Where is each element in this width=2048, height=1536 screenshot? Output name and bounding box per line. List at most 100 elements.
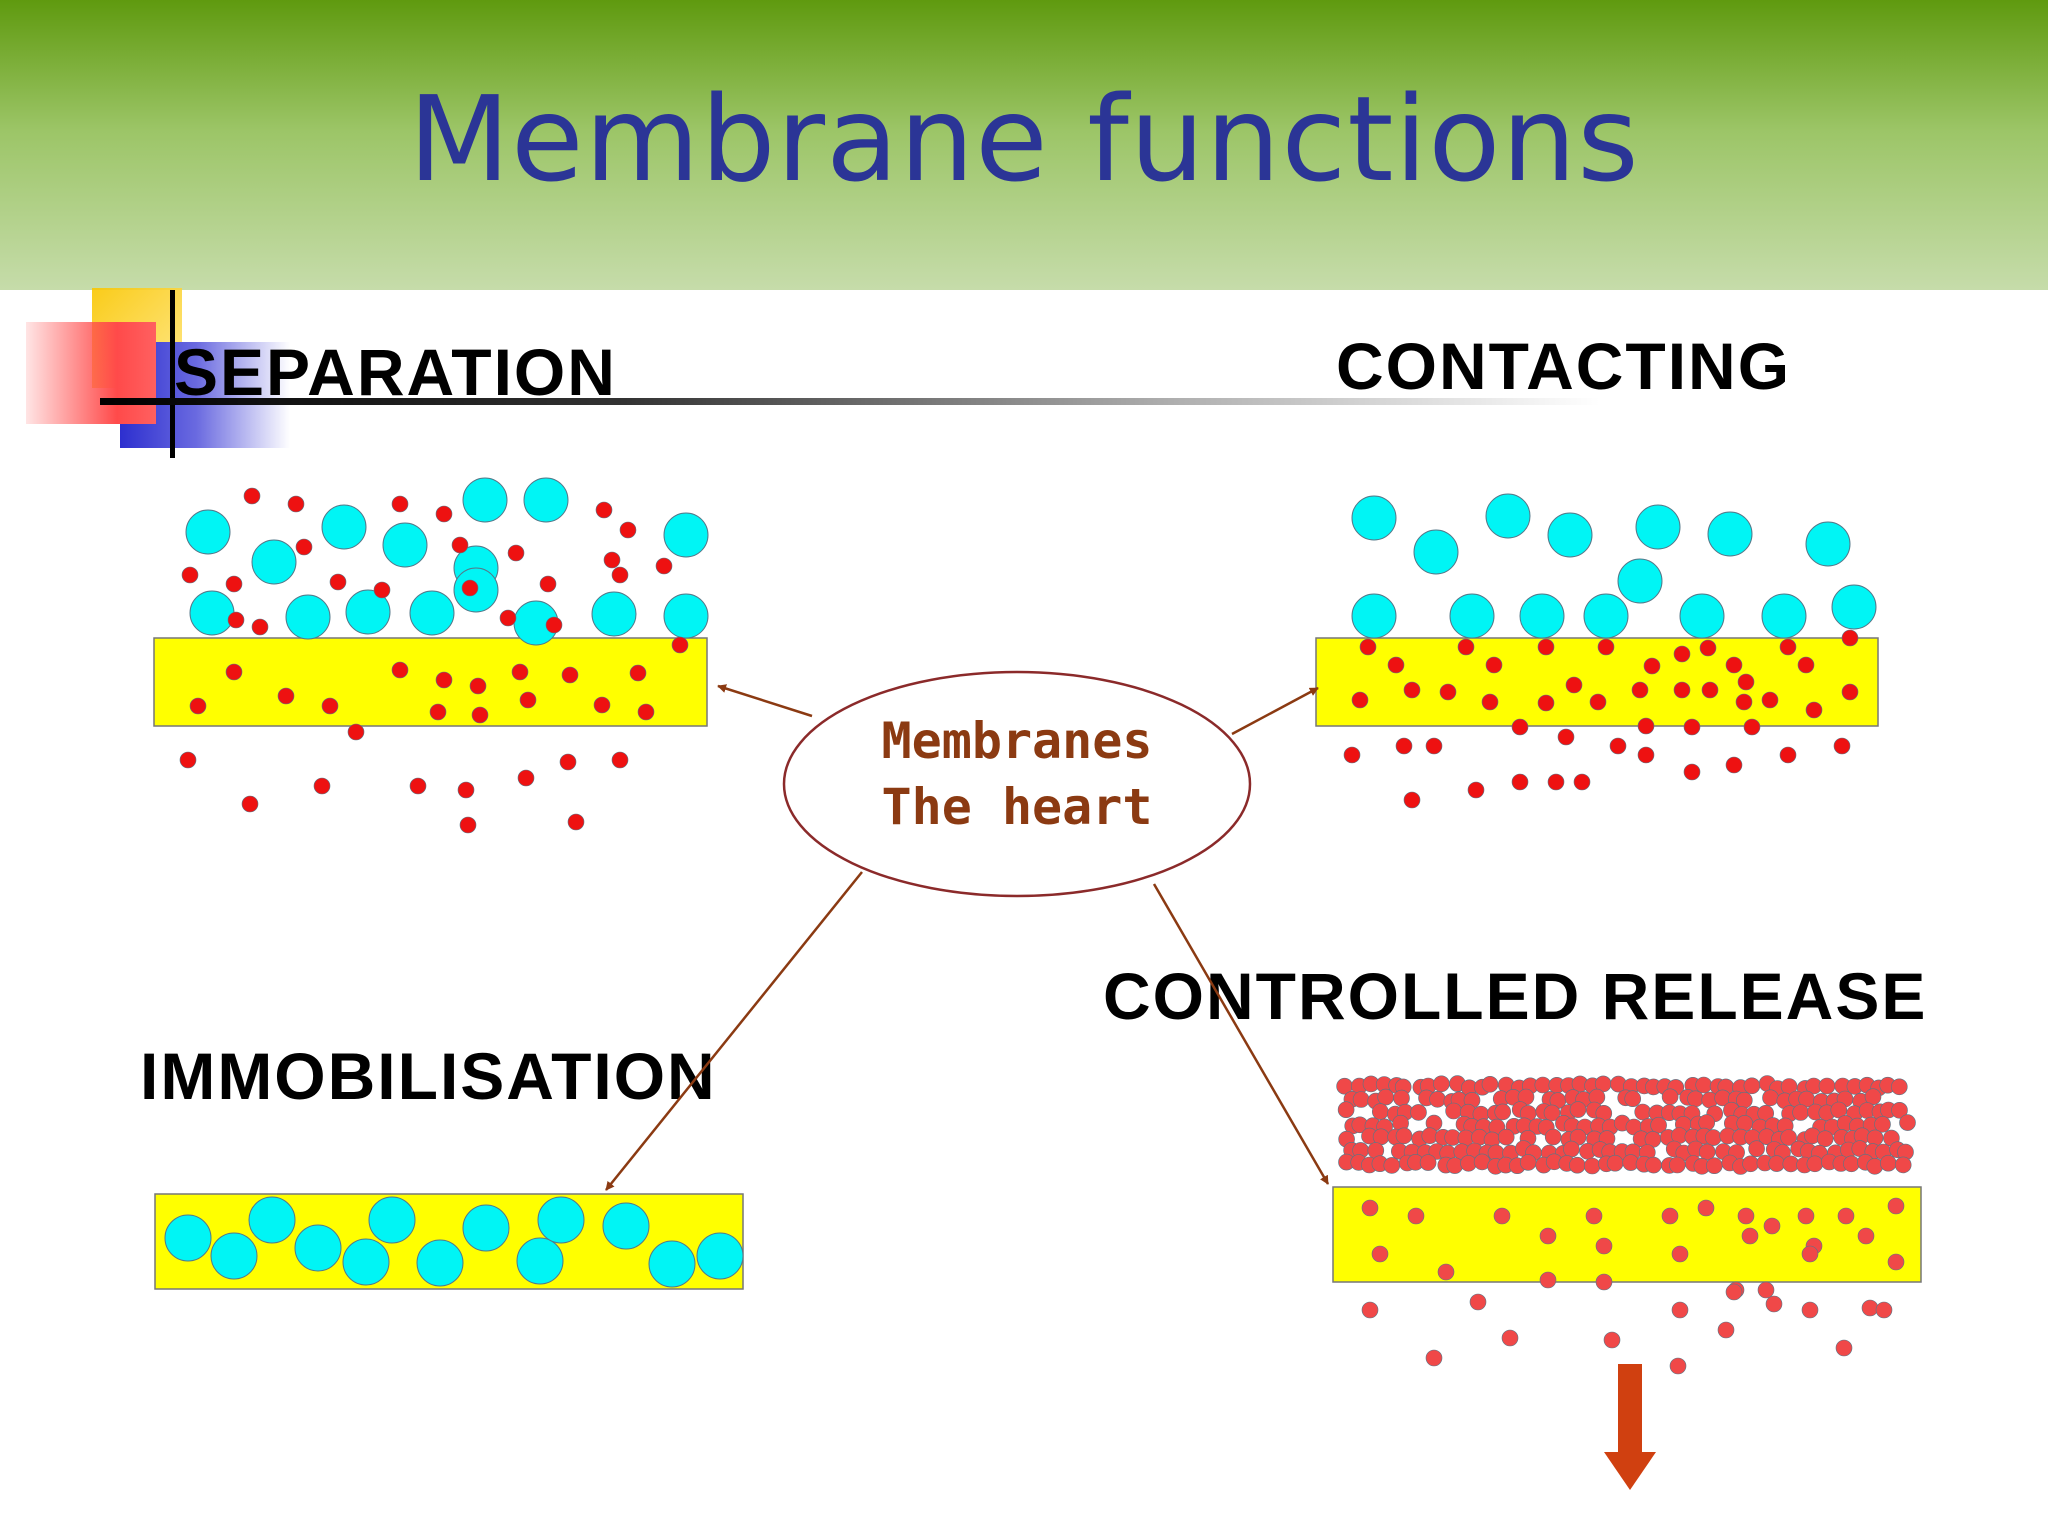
large-particle	[663, 512, 709, 558]
small-particle	[1457, 638, 1475, 656]
small-particle	[1511, 773, 1529, 791]
large-particle	[248, 1196, 296, 1244]
small-particle	[1343, 746, 1361, 764]
reservoir-particle	[1736, 1115, 1753, 1132]
small-particle	[559, 753, 577, 771]
label-controlled-release: CONTROLLED RELEASE	[1103, 959, 1928, 1033]
large-particle	[1351, 495, 1397, 541]
small-particle	[539, 575, 557, 593]
large-particle	[516, 1237, 564, 1285]
small-particle	[1701, 681, 1719, 699]
label-immobilisation: IMMOBILISATION	[140, 1039, 717, 1113]
reservoir-particle	[1706, 1157, 1723, 1174]
large-particle	[696, 1232, 744, 1280]
small-particle	[179, 751, 197, 769]
released-particle	[1469, 1293, 1487, 1311]
large-particle	[523, 477, 569, 523]
small-particle	[225, 575, 243, 593]
released-particle	[1661, 1207, 1679, 1225]
released-particle	[1763, 1217, 1781, 1235]
reservoir-particle	[1410, 1104, 1427, 1121]
small-particle	[1537, 694, 1555, 712]
reservoir-particle	[1433, 1075, 1450, 1093]
released-particle	[1501, 1329, 1519, 1347]
released-particle	[1741, 1227, 1759, 1245]
reservoir-particle	[1743, 1077, 1761, 1095]
reservoir-particle	[1606, 1154, 1624, 1172]
small-particle	[321, 697, 339, 715]
hub-line-1: Membranes	[881, 712, 1153, 770]
particles-controlled-release	[1336, 1075, 1916, 1375]
small-particle	[1609, 737, 1627, 755]
large-particle	[1679, 593, 1725, 639]
small-particle	[1387, 656, 1405, 674]
small-particle	[629, 664, 647, 682]
released-particle	[1797, 1207, 1815, 1225]
reservoir-particle	[1352, 1091, 1370, 1108]
reservoir-particle	[1481, 1076, 1499, 1093]
reservoir-particle	[1762, 1089, 1779, 1107]
released-particle	[1361, 1301, 1379, 1319]
reservoir-particle	[1393, 1089, 1410, 1107]
large-particle	[416, 1239, 464, 1287]
small-particle	[373, 581, 391, 599]
small-particle	[391, 495, 409, 513]
large-particle	[537, 1196, 585, 1244]
reservoir-particle	[1792, 1104, 1809, 1121]
small-particle	[1547, 773, 1565, 791]
large-particle	[1761, 593, 1807, 639]
small-particle	[1779, 746, 1797, 764]
large-particle	[251, 539, 297, 585]
large-particle	[1805, 521, 1851, 567]
large-particle	[1831, 584, 1877, 630]
particles-contacting	[1343, 493, 1877, 809]
released-particle	[1539, 1227, 1557, 1245]
reservoir-particle	[1880, 1154, 1897, 1172]
particles-immobilisation	[164, 1196, 744, 1288]
particles-separation	[179, 477, 709, 834]
reservoir-particle	[1544, 1128, 1562, 1146]
reservoir-particle	[1534, 1076, 1552, 1094]
large-particle	[1547, 512, 1593, 558]
small-particle	[1841, 683, 1859, 701]
small-particle	[499, 609, 517, 627]
released-particle	[1887, 1253, 1905, 1271]
small-particle	[567, 813, 585, 831]
released-particle	[1801, 1301, 1819, 1319]
arrow-to-separation	[717, 684, 813, 718]
reservoir-particle	[1818, 1077, 1836, 1095]
small-particle	[1673, 681, 1691, 699]
reservoir-particle	[1624, 1090, 1641, 1107]
reservoir-particle	[1899, 1114, 1916, 1131]
large-particle	[648, 1240, 696, 1288]
small-particle	[1637, 717, 1655, 735]
small-particle	[1683, 718, 1701, 736]
large-particle	[342, 1238, 390, 1286]
reservoir-particle	[1494, 1103, 1511, 1121]
small-particle	[243, 487, 261, 505]
small-particle	[637, 703, 655, 721]
reservoir-particle	[1843, 1155, 1860, 1173]
hub-label: Membranes The heart	[817, 708, 1217, 840]
small-particle	[1485, 656, 1503, 674]
released-particle	[1585, 1207, 1603, 1225]
released-particle	[1765, 1295, 1783, 1313]
small-particle	[545, 616, 563, 634]
reservoir-particle	[1383, 1157, 1401, 1174]
large-particle	[285, 594, 331, 640]
reservoir-particle	[1669, 1156, 1686, 1174]
reservoir-particle	[1698, 1114, 1715, 1131]
small-particle	[1403, 681, 1421, 699]
small-particle	[391, 661, 409, 679]
large-particle	[368, 1196, 416, 1244]
released-particle	[1493, 1207, 1511, 1225]
small-particle	[1597, 638, 1615, 656]
small-particle	[461, 579, 479, 597]
reservoir-particle	[1806, 1155, 1824, 1173]
released-particle	[1671, 1245, 1689, 1263]
released-particle	[1595, 1273, 1613, 1291]
large-particle	[164, 1214, 212, 1262]
small-particle	[593, 696, 611, 714]
released-particle	[1837, 1207, 1855, 1225]
small-particle	[1725, 756, 1743, 774]
